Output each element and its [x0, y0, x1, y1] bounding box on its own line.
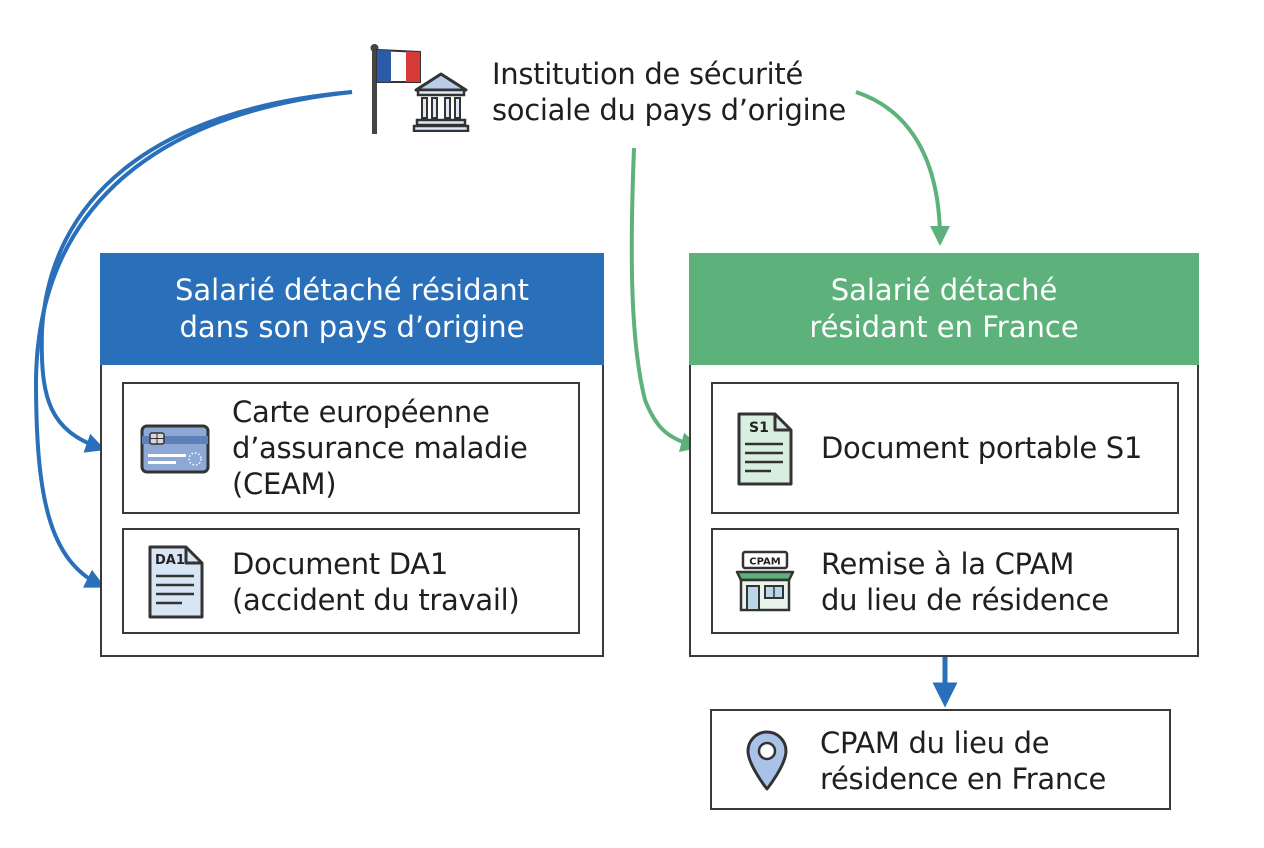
item-da1-text: Document DA1 (accident du travail) [232, 546, 520, 618]
item-cpam-remise: CPAM Remise à la CPAM du lieu de résiden… [711, 528, 1179, 634]
item-cpam-remise-line1: Remise à la CPAM [821, 547, 1075, 581]
document-badge: S1 [749, 420, 769, 436]
panel-title-line2: dans son pays d’origine [179, 310, 525, 344]
item-s1: S1 Document portable S1 [711, 382, 1179, 514]
panel-title-line1: Salarié détaché résidant [174, 273, 530, 307]
item-ceam-text: Carte européenne d’assurance maladie (CE… [232, 394, 528, 502]
destination-line1: CPAM du lieu de [820, 726, 1050, 760]
bank-building-icon [412, 70, 470, 136]
destination-cpam-france: CPAM du lieu de résidence en France [710, 709, 1171, 810]
storefront-badge: CPAM [749, 557, 780, 568]
panel-resident-france: Salarié détaché résidant en France S1 Do… [689, 253, 1199, 657]
item-ceam-line1: Carte européenne [232, 395, 490, 429]
arrow-origin-to-s1 [629, 147, 701, 453]
panel-header: Salarié détaché résidant en France [689, 253, 1199, 365]
storefront-icon: CPAM [733, 550, 797, 618]
france-flag-icon [360, 42, 424, 140]
location-pin-icon [744, 729, 790, 797]
origin-title-line2: sociale du pays d’origine [492, 93, 846, 127]
item-da1-line2: (accident du travail) [232, 583, 520, 617]
item-cpam-remise-line2: du lieu de résidence [821, 583, 1109, 617]
item-ceam: Carte européenne d’assurance maladie (CE… [122, 382, 580, 514]
item-da1-line1: Document DA1 [232, 547, 448, 581]
health-card-icon [140, 424, 210, 478]
item-s1-line1: Document portable S1 [821, 431, 1143, 465]
panel-title-line2: résidant en France [809, 310, 1079, 344]
document-badge: DA1 [155, 553, 185, 568]
item-da1: DA1 Document DA1 (accident du travail) [122, 528, 580, 634]
panel-title-line1: Salarié détaché [830, 273, 1058, 307]
panel-resident-origin-country: Salarié détaché résidant dans son pays d… [100, 253, 604, 657]
origin-institution: Institution de sécurité sociale du pays … [360, 38, 880, 138]
item-ceam-line2: d’assurance maladie [232, 431, 528, 465]
document-icon: S1 [735, 410, 795, 492]
destination-text: CPAM du lieu de résidence en France [820, 725, 1106, 797]
item-ceam-line3: (CEAM) [232, 467, 337, 501]
item-cpam-remise-text: Remise à la CPAM du lieu de résidence [821, 546, 1109, 618]
origin-title: Institution de sécurité sociale du pays … [492, 56, 846, 128]
document-icon: DA1 [146, 543, 206, 625]
origin-title-line1: Institution de sécurité [492, 57, 804, 91]
destination-line2: résidence en France [820, 762, 1107, 796]
panel-header: Salarié détaché résidant dans son pays d… [100, 253, 604, 365]
item-s1-text: Document portable S1 [821, 430, 1142, 466]
